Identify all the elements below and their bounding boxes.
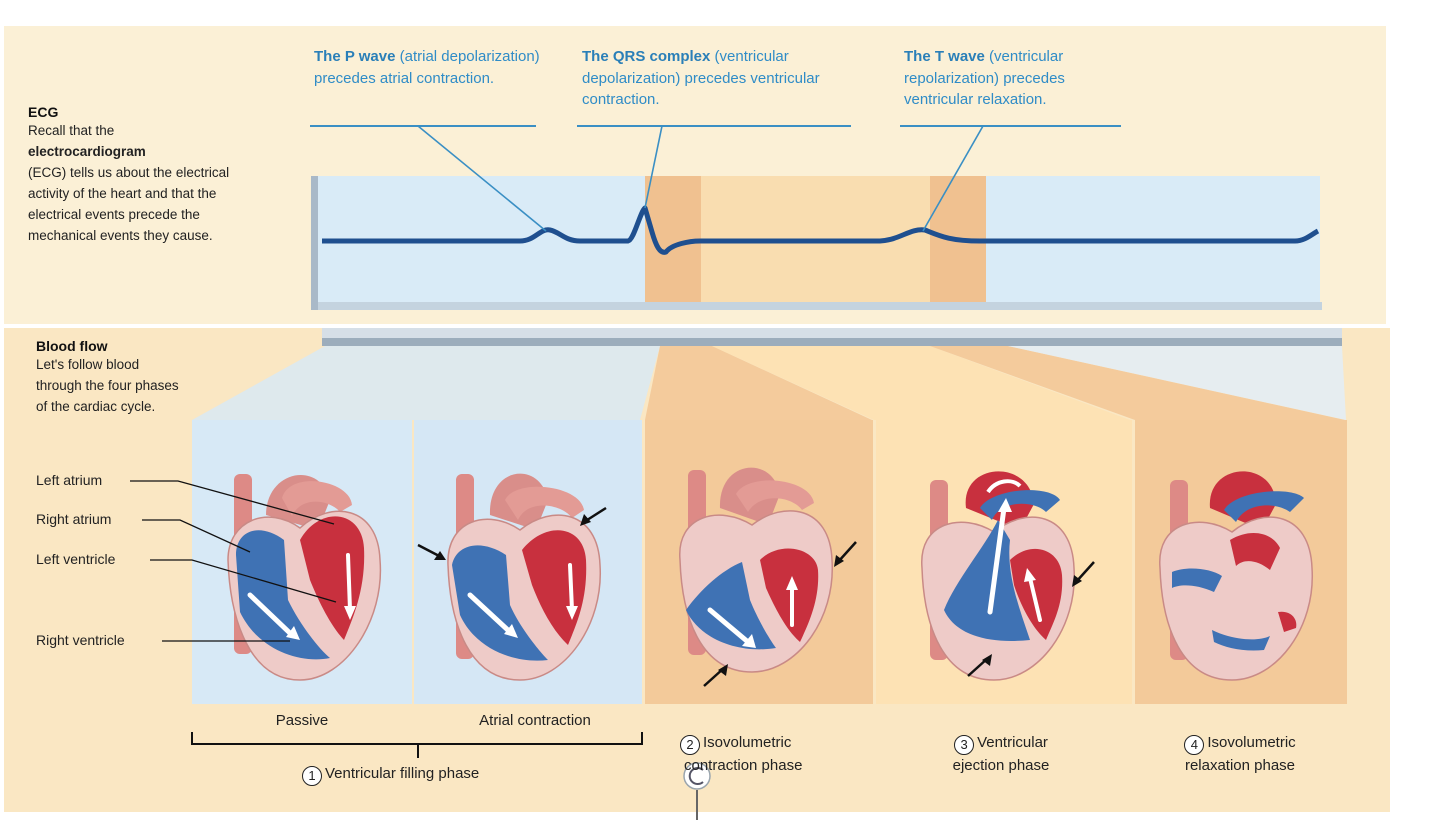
callout-t-wave-title: The T wave bbox=[904, 48, 985, 65]
heart-isovolumetric-relaxation bbox=[1159, 471, 1313, 681]
cursor-marker bbox=[683, 762, 711, 790]
ecg-trace bbox=[322, 205, 1320, 255]
callout-t-wave: The T wave (ventricular repolarization) … bbox=[904, 46, 1129, 111]
pointer-t-wave bbox=[922, 125, 984, 232]
phase-1-text: Ventricular filling phase bbox=[325, 765, 480, 782]
fan-ventricular-filling bbox=[192, 346, 660, 420]
callout-p-wave-title: The P wave bbox=[314, 48, 396, 65]
ecg-text-intro: Recall that the bbox=[28, 123, 115, 138]
leader-left-ventricle bbox=[150, 559, 337, 603]
fan-ventricular-ejection bbox=[712, 346, 1130, 420]
ecg-heading: ECG bbox=[28, 104, 59, 120]
heart-atrial-contraction bbox=[417, 473, 607, 681]
phase-4-number: 4 bbox=[1184, 735, 1205, 755]
leader-left-atrium bbox=[130, 480, 335, 525]
phase-3-number: 3 bbox=[954, 735, 975, 755]
callout-qrs-text: (ventricular depolarization) precedes ve… bbox=[582, 48, 820, 108]
label-right-ventricle: Right ventricle bbox=[36, 632, 125, 648]
phase-2-number: 2 bbox=[680, 735, 700, 755]
label-passive: Passive bbox=[275, 712, 329, 729]
ecg-text: Recall that the electrocardiogram (ECG) … bbox=[28, 120, 258, 246]
pointer-p-wave bbox=[417, 125, 547, 232]
fan-tail bbox=[1008, 346, 1346, 420]
callout-t-wave-rule bbox=[900, 125, 1121, 127]
heart-isovolumetric-contraction bbox=[679, 467, 857, 687]
phase-4-text-line1: Isovolumetric bbox=[1207, 734, 1296, 751]
timeline-bar-shadow bbox=[322, 338, 1342, 346]
ecg-strip-left-edge bbox=[311, 176, 318, 310]
fan-isovolumetric-relaxation bbox=[930, 346, 1345, 420]
callout-qrs-rule bbox=[577, 125, 851, 127]
phase-3-text-line1: Ventricular bbox=[977, 734, 1048, 751]
heart-ventricular-ejection bbox=[921, 471, 1095, 681]
blood-flow-heading: Blood flow bbox=[36, 338, 108, 354]
ecg-text-rest: (ECG) tells us about the electrical acti… bbox=[28, 165, 230, 243]
refresh-icon bbox=[688, 767, 704, 785]
callout-p-wave: The P wave (atrial depolarization) prece… bbox=[314, 46, 544, 89]
callout-p-wave-text: (atrial depolarization) precedes atrial … bbox=[314, 48, 540, 87]
label-left-atrium: Left atrium bbox=[36, 472, 103, 488]
blood-flow-text: Let's follow blood through the four phas… bbox=[36, 357, 179, 414]
ecg-strip-bottom-edge bbox=[318, 302, 1322, 310]
ecg-description: ECG Recall that the electrocardiogram (E… bbox=[28, 104, 258, 246]
callout-p-wave-rule bbox=[310, 125, 536, 127]
filling-phase-bracket bbox=[191, 732, 643, 745]
phase-4-text-line2: relaxation phase bbox=[1184, 757, 1296, 774]
leader-right-atrium bbox=[142, 519, 251, 553]
phase-1-number: 1 bbox=[302, 766, 322, 786]
phase-2-text-line2: contraction phase bbox=[684, 757, 803, 774]
ecg-text-bold: electrocardiogram bbox=[28, 144, 146, 159]
callout-qrs-complex: The QRS complex (ventricular depolarizat… bbox=[582, 46, 852, 111]
heart-passive-filling bbox=[227, 474, 382, 681]
blood-flow-description: Blood flow Let's follow blood through th… bbox=[36, 338, 196, 417]
phase-2-text-line1: Isovolumetric bbox=[703, 734, 792, 751]
label-left-ventricle: Left ventricle bbox=[36, 551, 116, 567]
timeline-bar bbox=[322, 328, 1342, 338]
fan-isovolumetric-contraction bbox=[645, 346, 872, 420]
label-right-atrium: Right atrium bbox=[36, 511, 112, 527]
pointer-qrs-complex bbox=[644, 125, 663, 209]
label-atrial-contraction: Atrial contraction bbox=[479, 712, 591, 729]
phase-3-text-line2: ejection phase bbox=[952, 757, 1050, 774]
callout-qrs-title: The QRS complex bbox=[582, 48, 711, 65]
callout-t-wave-text: (ventricular repolarization) precedes ve… bbox=[904, 48, 1065, 108]
